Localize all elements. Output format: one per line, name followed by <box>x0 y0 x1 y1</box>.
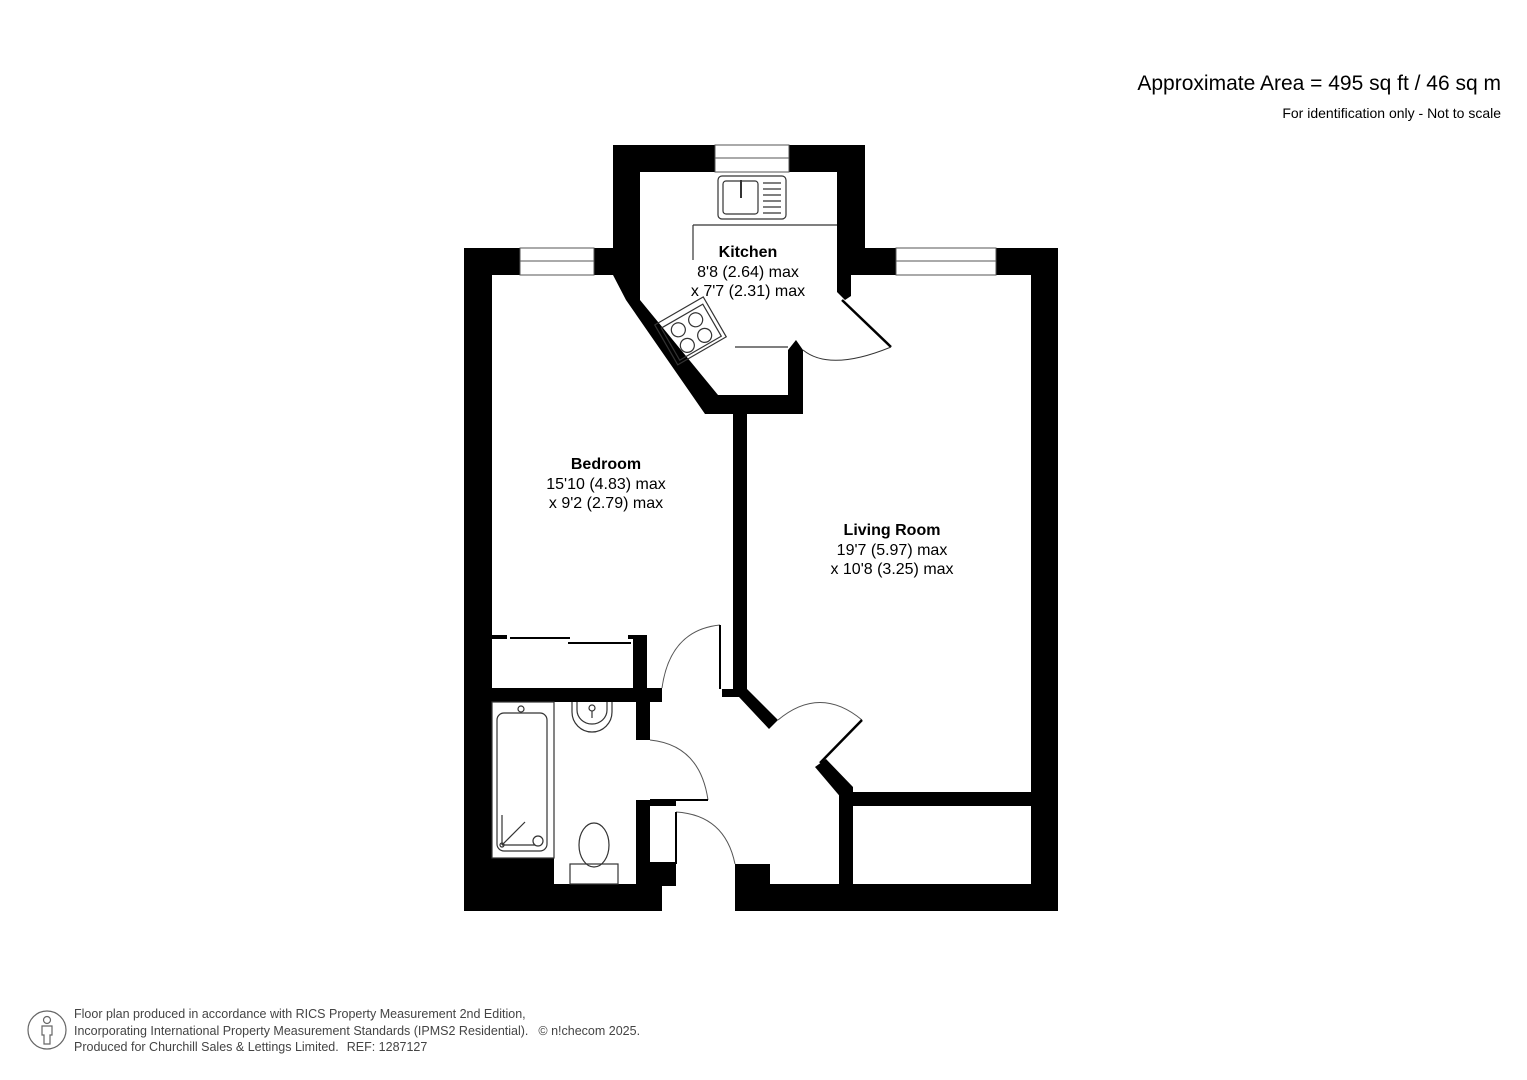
sink-icon <box>717 175 787 220</box>
room-name: Kitchen <box>718 244 778 261</box>
doors <box>649 624 863 865</box>
windows <box>519 144 997 276</box>
reference-number: REF: 1287127 <box>346 1040 428 1054</box>
room-name: Bedroom <box>570 456 642 473</box>
room-name: Living Room <box>843 522 941 539</box>
kitchen-fixtures <box>653 175 892 366</box>
room-dimension: 15'10 (4.83) max <box>546 475 666 493</box>
walls <box>464 145 1058 911</box>
approximate-area: Approximate Area = 495 sq ft / 46 sq m <box>1137 72 1501 95</box>
hob-icon <box>653 296 728 366</box>
scale-disclaimer: For identification only - Not to scale <box>1282 105 1501 121</box>
room-label-bedroom: Bedroom 15'10 (4.83) max x 9'2 (2.79) ma… <box>546 455 666 514</box>
footer-line-2: Incorporating International Property Mea… <box>74 1023 640 1040</box>
room-label-living-room: Living Room 19'7 (5.97) max x 10'8 (3.25… <box>830 521 953 580</box>
footer-line-3: Produced for Churchill Sales & Lettings … <box>74 1039 640 1056</box>
room-dimension: x 7'7 (2.31) max <box>690 283 806 300</box>
footer-line-1: Floor plan produced in accordance with R… <box>74 1007 526 1021</box>
room-dimension: x 10'8 (3.25) max <box>830 561 954 578</box>
room-label-kitchen: Kitchen 8'8 (2.64) max x 7'7 (2.31) max <box>691 243 805 302</box>
bathroom-fixtures <box>491 701 619 885</box>
toilet-icon <box>578 822 610 868</box>
room-dimension: 8'8 (2.64) max <box>697 263 799 281</box>
footer-credits: Floor plan produced in accordance with R… <box>74 1006 640 1056</box>
basin-icon <box>571 702 613 733</box>
footer-produced-for: Produced for Churchill Sales & Lettings … <box>74 1040 339 1054</box>
wardrobe <box>510 637 631 644</box>
room-dimension: x 9'2 (2.79) max <box>548 495 664 512</box>
person-icon <box>27 1010 67 1050</box>
bath-icon <box>496 712 548 852</box>
room-dimension: 19'7 (5.97) max <box>836 541 948 559</box>
footer-standards: Incorporating International Property Mea… <box>74 1023 529 1038</box>
copyright: © n!checom 2025. <box>538 1023 641 1038</box>
